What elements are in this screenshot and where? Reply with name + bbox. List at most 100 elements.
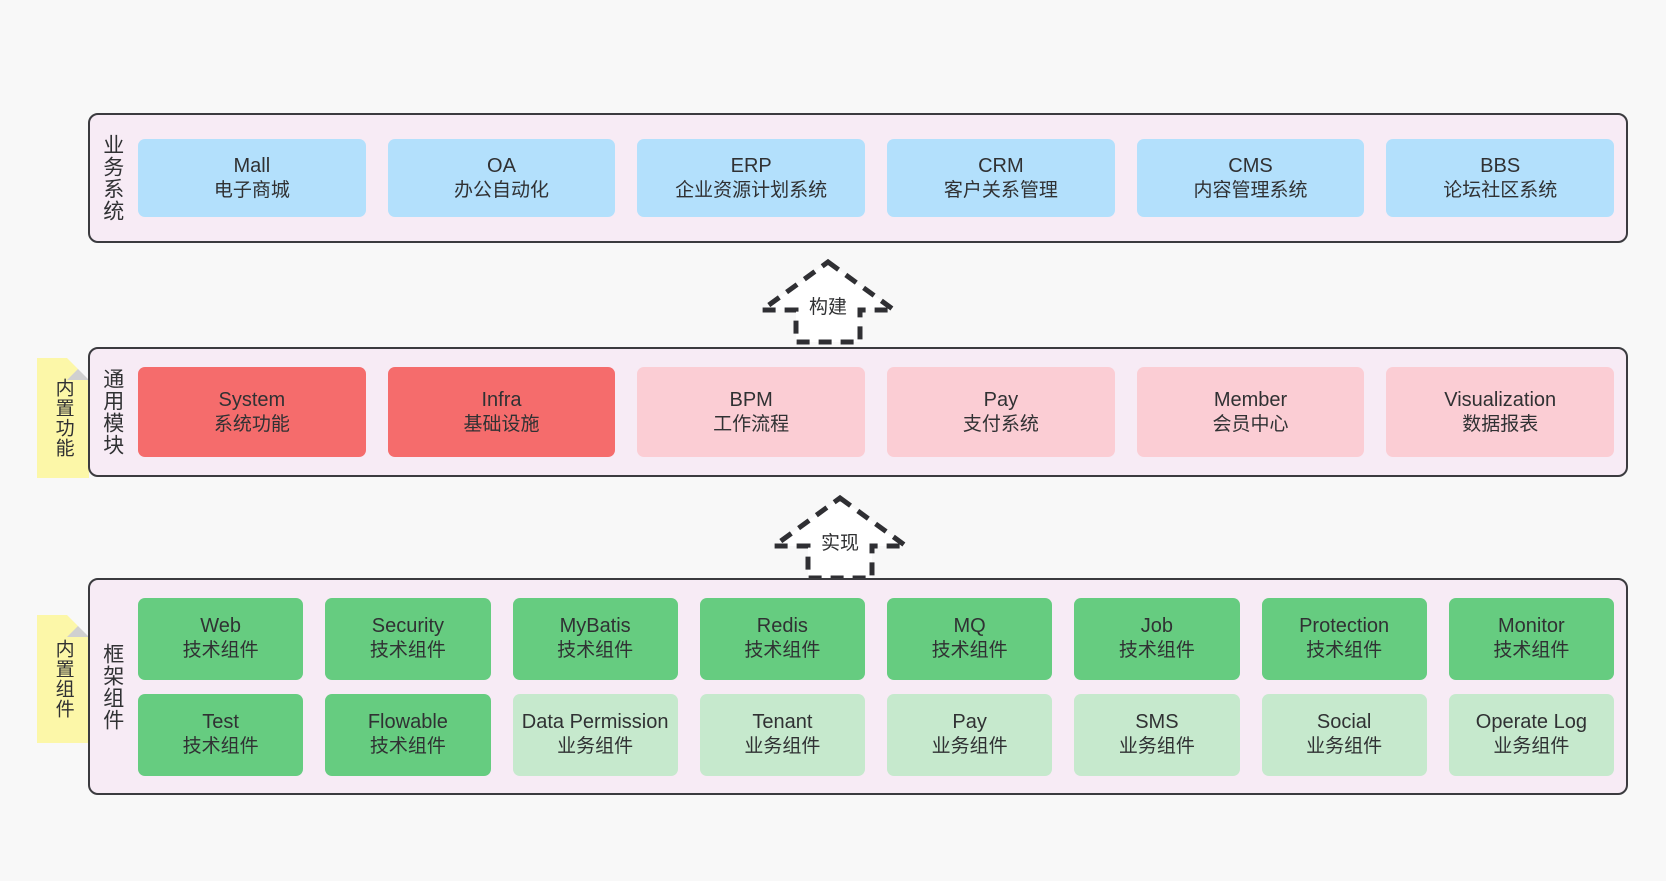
card-title-cn: 技术组件: [369, 640, 446, 662]
layer-framework-components: 框架组件 Web 技术组件 Security 技术组件 MyBatis 技术组件…: [88, 578, 1628, 795]
card-row: System 系统功能 Infra 基础设施 BPM 工作流程 Pay 支付系统…: [138, 367, 1615, 457]
card-test[interactable]: Test 技术组件: [138, 693, 304, 776]
card-title-en: Mall: [233, 154, 271, 177]
card-pay-business[interactable]: Pay 业务组件: [887, 693, 1053, 776]
card-title-cn: 客户关系管理: [943, 179, 1058, 201]
layer-title-common: 通用模块: [100, 368, 124, 456]
card-infra[interactable]: Infra 基础设施: [387, 367, 616, 457]
layer-business-systems: 业务系统 Mall 电子商城 OA 办公自动化 ERP 企业资源计划系统 CRM…: [88, 113, 1628, 243]
card-oa[interactable]: OA 办公自动化: [387, 139, 616, 217]
card-title-cn: 技术组件: [1493, 640, 1570, 662]
card-title-en: Monitor: [1498, 615, 1565, 638]
card-title-cn: 技术组件: [557, 640, 634, 662]
card-title-en: ERP: [730, 154, 772, 177]
card-data-permission[interactable]: Data Permission 业务组件: [512, 693, 678, 776]
note-builtin-components: 内置组件: [37, 615, 89, 743]
note-label: 内置组件: [52, 639, 74, 719]
card-crm[interactable]: CRM 客户关系管理: [887, 139, 1115, 217]
card-title-en: Infra: [481, 388, 522, 411]
card-row: Mall 电子商城 OA 办公自动化 ERP 企业资源计划系统 CRM 客户关系…: [138, 139, 1615, 217]
card-title-cn: 会员中心: [1212, 413, 1289, 435]
arrow-implement-up: 实现: [766, 494, 914, 581]
card-title-cn: 企业资源计划系统: [675, 179, 828, 201]
card-visualization[interactable]: Visualization 数据报表: [1386, 367, 1615, 457]
arrow-build-up: 构建: [754, 258, 902, 345]
card-title-cn: 技术组件: [1118, 640, 1195, 662]
card-title-en: Job: [1140, 615, 1173, 638]
card-title-cn: 技术组件: [182, 736, 259, 758]
layer-body-business: Mall 电子商城 OA 办公自动化 ERP 企业资源计划系统 CRM 客户关系…: [134, 115, 1626, 241]
card-title-en: Social: [1316, 711, 1372, 734]
card-protection[interactable]: Protection 技术组件: [1261, 597, 1427, 680]
card-title-cn: 技术组件: [369, 736, 446, 758]
card-title-en: CMS: [1228, 154, 1273, 177]
card-title-cn: 系统功能: [213, 413, 290, 435]
card-title-cn: 基础设施: [463, 413, 540, 435]
card-title-cn: 业务组件: [1118, 736, 1195, 758]
card-title-cn: 电子商城: [213, 179, 290, 201]
layer-title-framework: 框架组件: [100, 642, 124, 731]
card-title-cn: 支付系统: [962, 413, 1039, 435]
card-title-cn: 内容管理系统: [1193, 179, 1308, 201]
card-title-cn: 业务组件: [557, 736, 634, 758]
card-title-cn: 技术组件: [931, 640, 1008, 662]
card-sms[interactable]: SMS 业务组件: [1074, 693, 1240, 776]
card-title-cn: 数据报表: [1462, 413, 1539, 435]
arrow-implement-label: 实现: [820, 533, 859, 554]
card-title-en: Member: [1213, 388, 1288, 411]
card-row: Web 技术组件 Security 技术组件 MyBatis 技术组件 Redi…: [138, 597, 1614, 680]
card-title-en: MQ: [953, 615, 986, 638]
card-title-en: BBS: [1480, 154, 1521, 177]
card-title-en: CRM: [978, 154, 1024, 177]
card-title-en: Pay: [983, 388, 1019, 411]
card-mybatis[interactable]: MyBatis 技术组件: [512, 597, 678, 680]
card-title-en: Tenant: [752, 711, 813, 734]
note-builtin-features: 内置功能: [37, 358, 89, 478]
card-title-en: Data Permission: [521, 711, 669, 734]
card-monitor[interactable]: Monitor 技术组件: [1448, 597, 1614, 680]
card-title-en: Security: [371, 615, 444, 638]
card-bbs[interactable]: BBS 论坛社区系统: [1386, 139, 1615, 217]
card-pay[interactable]: Pay 支付系统: [887, 367, 1115, 457]
card-system[interactable]: System 系统功能: [138, 367, 366, 457]
card-bpm[interactable]: BPM 工作流程: [637, 367, 866, 457]
layer-body-common: System 系统功能 Infra 基础设施 BPM 工作流程 Pay 支付系统…: [134, 349, 1626, 475]
card-title-en: SMS: [1135, 711, 1179, 734]
card-tenant[interactable]: Tenant 业务组件: [699, 693, 865, 776]
card-title-en: Test: [202, 711, 239, 734]
layer-title-business: 业务系统: [100, 134, 124, 222]
card-mq[interactable]: MQ 技术组件: [887, 597, 1053, 680]
card-title-en: Operate Log: [1475, 711, 1587, 734]
card-cms[interactable]: CMS 内容管理系统: [1136, 139, 1365, 217]
card-title-en: Pay: [952, 711, 987, 734]
card-web[interactable]: Web 技术组件: [138, 597, 304, 680]
card-title-cn: 论坛社区系统: [1443, 179, 1558, 201]
card-flowable[interactable]: Flowable 技术组件: [325, 693, 491, 776]
card-title-en: OA: [487, 154, 516, 177]
card-row: Test 技术组件 Flowable 技术组件 Data Permission …: [138, 693, 1614, 776]
card-member[interactable]: Member 会员中心: [1136, 367, 1365, 457]
card-security[interactable]: Security 技术组件: [325, 597, 491, 680]
card-mall[interactable]: Mall 电子商城: [138, 139, 366, 217]
card-title-cn: 技术组件: [1306, 640, 1383, 662]
arrow-build-label: 构建: [808, 297, 847, 318]
card-erp[interactable]: ERP 企业资源计划系统: [637, 139, 866, 217]
card-job[interactable]: Job 技术组件: [1074, 597, 1240, 680]
card-title-cn: 工作流程: [713, 413, 790, 435]
card-title-cn: 办公自动化: [454, 179, 550, 201]
card-title-cn: 业务组件: [1493, 736, 1570, 758]
card-title-en: Visualization: [1444, 388, 1557, 411]
card-social[interactable]: Social 业务组件: [1261, 693, 1427, 776]
card-title-cn: 业务组件: [1306, 736, 1383, 758]
layer-common-modules: 通用模块 System 系统功能 Infra 基础设施 BPM 工作流程 Pay…: [88, 347, 1628, 477]
card-title-en: Flowable: [367, 711, 448, 734]
card-title-cn: 技术组件: [744, 640, 821, 662]
card-title-cn: 技术组件: [182, 640, 259, 662]
card-title-cn: 业务组件: [931, 736, 1008, 758]
card-title-cn: 业务组件: [744, 736, 821, 758]
card-redis[interactable]: Redis 技术组件: [699, 597, 865, 680]
card-title-en: Web: [200, 615, 241, 638]
card-title-en: BPM: [729, 388, 773, 411]
card-operate-log[interactable]: Operate Log 业务组件: [1448, 693, 1614, 776]
